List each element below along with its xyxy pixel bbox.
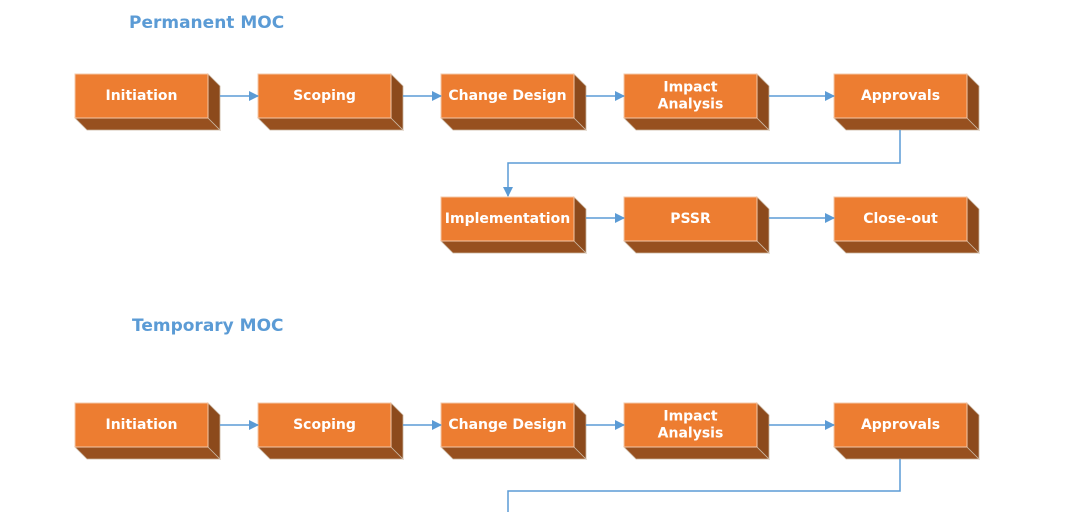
- temporary-moc-title: Temporary MOC: [132, 316, 284, 336]
- box-bottom-face: [623, 117, 770, 131]
- box-front-face: [833, 402, 968, 448]
- step-label: Approvals: [861, 417, 940, 433]
- temp-step-initiation: Initiation: [74, 402, 221, 460]
- temp-step-change-design: Change Design: [440, 402, 587, 460]
- step-label: Initiation: [106, 417, 178, 433]
- box-front-face: [623, 73, 758, 119]
- box-bottom-face: [440, 117, 587, 131]
- step-label: PSSR: [670, 211, 711, 227]
- box-front-face: [440, 402, 575, 448]
- box-bottom-face: [623, 240, 770, 254]
- connector-line: [507, 459, 901, 512]
- connector-arrow: [503, 130, 901, 197]
- box-bottom-face: [623, 446, 770, 460]
- temp-step-scoping: Scoping: [257, 402, 404, 460]
- step-pssr: PSSR: [623, 196, 770, 254]
- box-bottom-face: [257, 446, 404, 460]
- step-label: Scoping: [293, 88, 356, 104]
- box-bottom-face: [440, 446, 587, 460]
- step-label: Scoping: [293, 417, 356, 433]
- step-label: Change Design: [448, 417, 566, 433]
- step-approvals: Approvals: [833, 73, 980, 131]
- box-bottom-face: [833, 240, 980, 254]
- box-front-face: [623, 402, 758, 448]
- box-front-face: [440, 196, 575, 242]
- step-scoping: Scoping: [257, 73, 404, 131]
- step-label: Approvals: [861, 88, 940, 104]
- box-bottom-face: [833, 117, 980, 131]
- step-implementation: Implementation: [440, 196, 587, 254]
- temp-step-approvals: Approvals: [833, 402, 980, 460]
- permanent-moc-title: Permanent MOC: [129, 13, 284, 33]
- box-bottom-face: [74, 117, 221, 131]
- step-label: Close-out: [863, 211, 938, 227]
- box-front-face: [257, 73, 392, 119]
- box-front-face: [623, 196, 758, 242]
- box-bottom-face: [74, 446, 221, 460]
- step-close-out: Close-out: [833, 196, 980, 254]
- box-front-face: [74, 73, 209, 119]
- box-front-face: [440, 73, 575, 119]
- box-front-face: [833, 196, 968, 242]
- step-initiation: Initiation: [74, 73, 221, 131]
- box-bottom-face: [257, 117, 404, 131]
- box-front-face: [257, 402, 392, 448]
- box-front-face: [833, 73, 968, 119]
- step-label: Change Design: [448, 88, 566, 104]
- step-label: Implementation: [445, 211, 570, 227]
- box-bottom-face: [833, 446, 980, 460]
- box-front-face: [74, 402, 209, 448]
- step-label: Initiation: [106, 88, 178, 104]
- box-bottom-face: [440, 240, 587, 254]
- step-change-design: Change Design: [440, 73, 587, 131]
